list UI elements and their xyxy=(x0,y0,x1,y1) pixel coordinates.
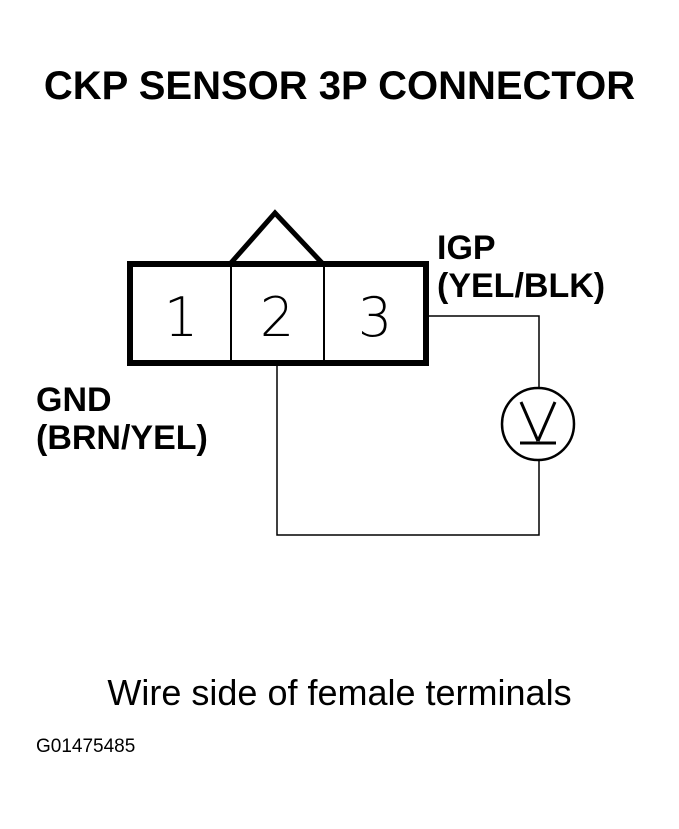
pin-1-label: 1 xyxy=(164,286,198,349)
gnd-wire-color: (BRN/YEL) xyxy=(36,419,208,457)
connector-housing xyxy=(127,261,429,366)
figure-code: G01475485 xyxy=(36,736,136,757)
wire-igp xyxy=(426,315,540,390)
pin-2-label: 2 xyxy=(260,286,294,349)
diagram-title: CKP SENSOR 3P CONNECTOR xyxy=(43,64,636,108)
gnd-name: GND xyxy=(36,381,112,419)
gnd-terminal-label: GND (BRN/YEL) xyxy=(36,381,208,457)
voltmeter-icon xyxy=(500,386,576,462)
wire-gnd xyxy=(276,363,540,536)
pin-3-label: 3 xyxy=(358,286,392,349)
diagram-caption: Wire side of female terminals xyxy=(107,672,572,713)
connector-lock-tab xyxy=(228,209,325,266)
igp-terminal-label: IGP (YEL/BLK) xyxy=(437,229,605,305)
igp-name: IGP xyxy=(437,229,496,267)
voltmeter-symbol xyxy=(519,401,557,445)
igp-wire-color: (YEL/BLK) xyxy=(437,267,606,305)
